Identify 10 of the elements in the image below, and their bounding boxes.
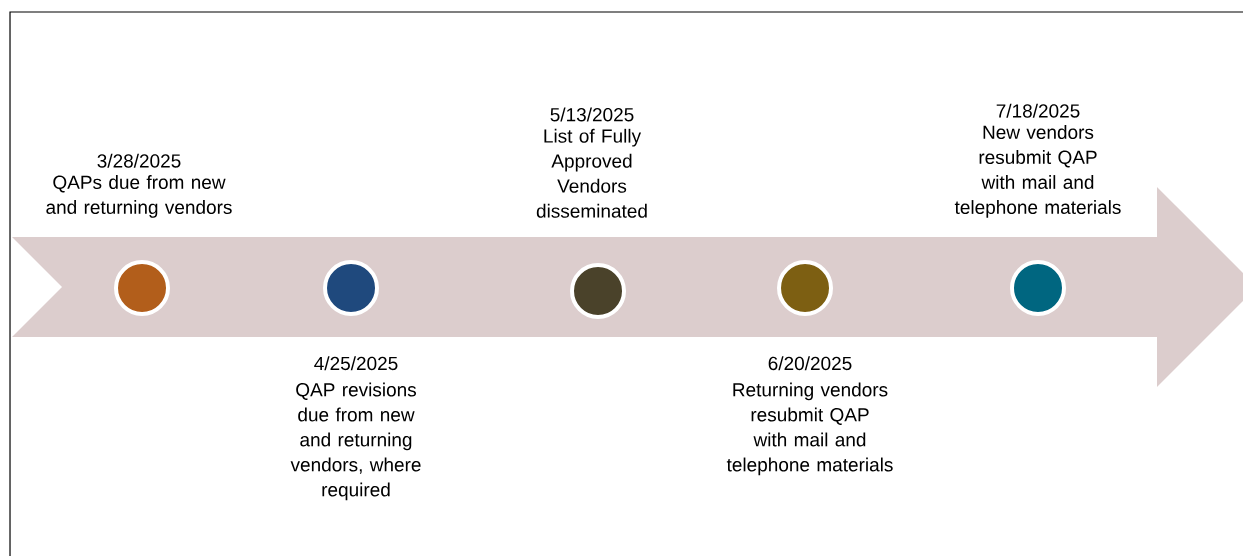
milestone-description: Returning vendors resubmit QAP with mail and telephone materials [726, 382, 893, 476]
milestone-date: 7/18/2025 [996, 103, 1080, 118]
milestone-date: 5/13/2025 [550, 107, 634, 122]
milestone-description: List of Fully Approved Vendors disseminated [536, 128, 647, 218]
milestone-description: New vendors resubmit QAP with mail and telephone materials [954, 125, 1121, 218]
milestone-description: QAPs due from new and returning vendors [46, 175, 232, 218]
milestone-date: 3/28/2025 [97, 153, 181, 168]
milestone-date: 6/20/2025 [768, 356, 852, 371]
milestone-description: QAP revisions due from new and returning vendors, where required [290, 382, 421, 501]
milestone-date: 4/25/2025 [314, 356, 398, 371]
